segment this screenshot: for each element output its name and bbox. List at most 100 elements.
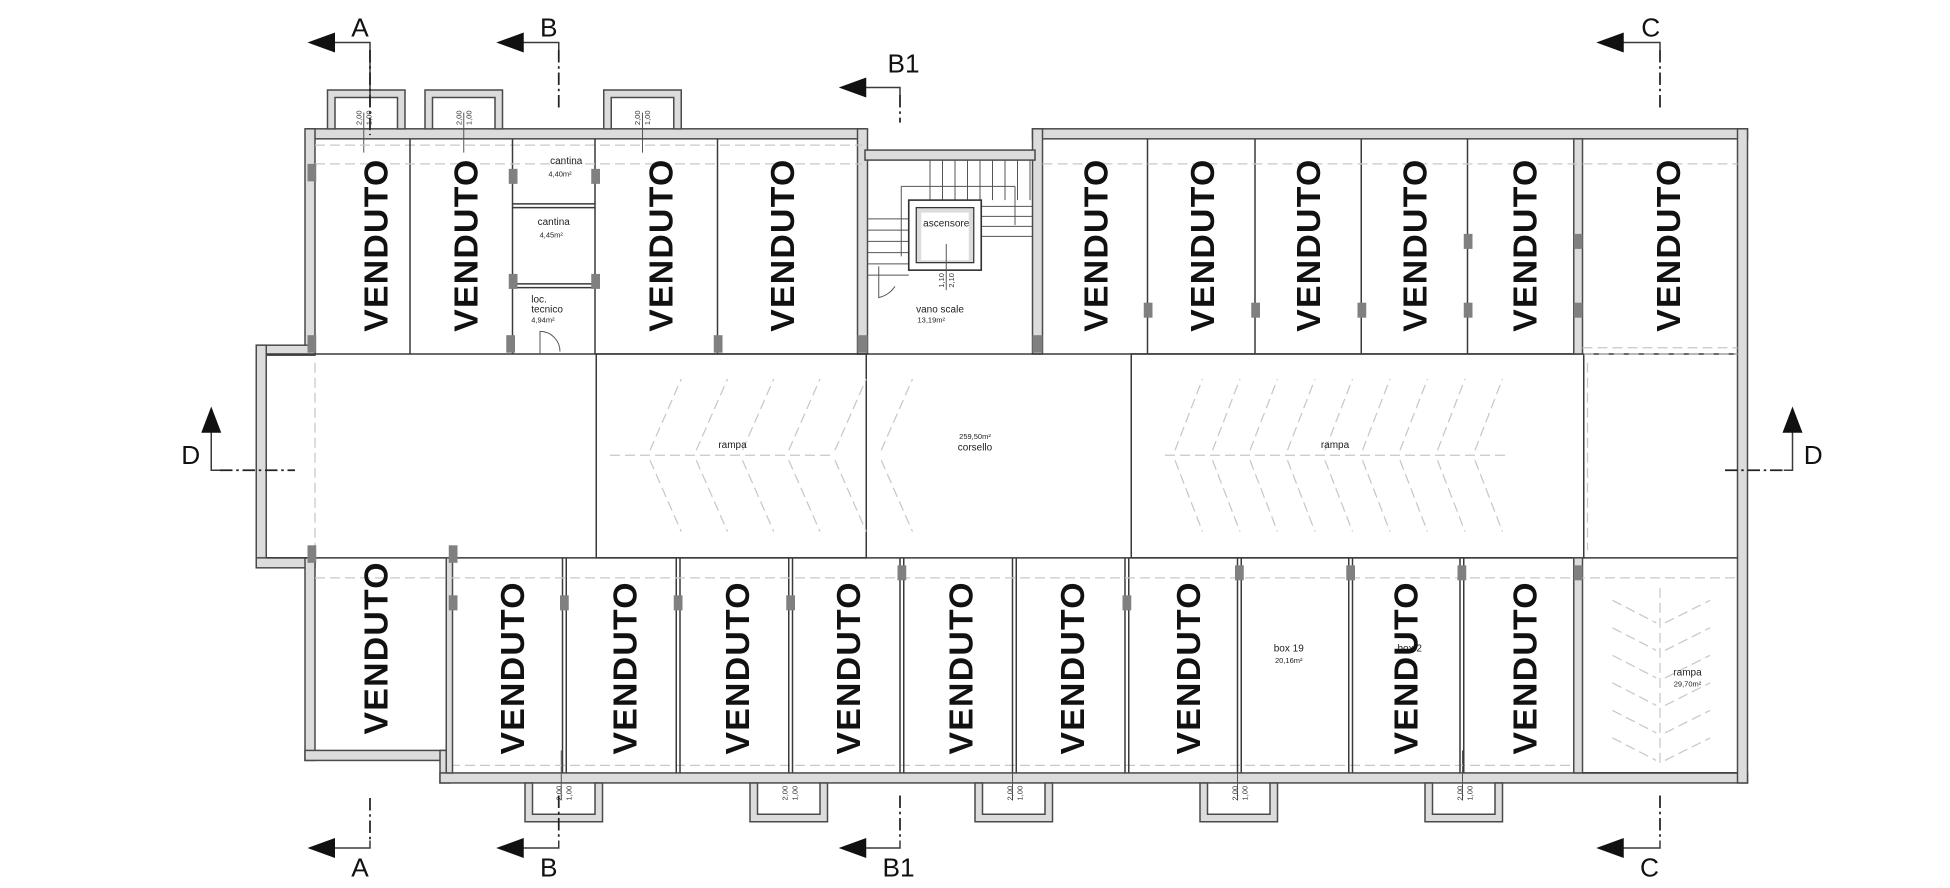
loc-tecnico-area: 4,94m² bbox=[531, 316, 555, 325]
section-label-a-top: A bbox=[351, 12, 369, 42]
section-arrow-icon bbox=[838, 837, 867, 858]
lightwell: 2,00 1,00 bbox=[1424, 750, 1504, 823]
lightwell-dim: 1,00 bbox=[1466, 786, 1475, 801]
cantina-2-area: 4,45m² bbox=[540, 231, 564, 240]
bottom-row: box 19 20,16m² box 2 rampa 29,70m² bbox=[307, 545, 1738, 774]
ramp-chevron bbox=[1286, 460, 1316, 532]
ramp-chevron bbox=[880, 460, 914, 532]
wall-right bbox=[1736, 128, 1749, 784]
section-arrow-icon bbox=[496, 32, 524, 53]
wall-left-upper bbox=[304, 128, 316, 355]
box-20-label: box 2 bbox=[1398, 644, 1423, 655]
sold-label: VENDUTO bbox=[358, 159, 396, 332]
wall-top-left bbox=[306, 128, 866, 140]
sold-label: VENDUTO bbox=[606, 581, 644, 754]
lightwell-dim: 2,00 bbox=[1456, 786, 1465, 801]
lightwells-bottom: 2,00 1,00 2,00 1,00 2,00 1,00 2,00 1,00 … bbox=[450, 750, 1575, 823]
rampa-right-label: rampa bbox=[1321, 440, 1350, 451]
ramp-chevron bbox=[695, 460, 729, 532]
sold-label: VENDUTO bbox=[1396, 159, 1434, 332]
lightwell-dim: 2,00 bbox=[1231, 786, 1240, 801]
wall-bottom-step bbox=[304, 749, 451, 762]
ramp-chevron bbox=[1612, 737, 1657, 761]
cantina-1-area: 4,40m² bbox=[548, 169, 572, 178]
ramp-arrows-right bbox=[1165, 378, 1510, 532]
vano-scale-label: vano scale bbox=[916, 305, 964, 316]
ramp-chevron bbox=[1474, 460, 1504, 532]
lightwell-dim: 2,00 bbox=[781, 786, 790, 801]
ramp-chevron bbox=[1436, 460, 1466, 532]
section-label-a-bottom: A bbox=[351, 853, 369, 883]
section-arrow-icon bbox=[307, 32, 335, 53]
corsello-area: 259,50m² bbox=[959, 432, 991, 441]
section-label-b-bottom: B bbox=[540, 853, 558, 883]
ramp-chevron bbox=[695, 378, 729, 451]
section-arrow-icon bbox=[1596, 32, 1624, 53]
vano-scale-area: 13,19m² bbox=[917, 316, 945, 325]
rampa-corner-area: 29,70m² bbox=[1674, 680, 1702, 689]
wall-bottom bbox=[439, 772, 1749, 784]
sold-labels: VENDUTO VENDUTO VENDUTO VENDUTO VENDUTO … bbox=[358, 159, 1688, 755]
section-arrow-icon bbox=[1782, 406, 1803, 433]
ramp-chevron bbox=[741, 460, 775, 532]
lightwell-dim: 2,00 bbox=[454, 110, 463, 125]
ramp-chevron bbox=[1664, 654, 1711, 679]
outer-walls bbox=[255, 128, 1749, 784]
lightwell-dim: 1,00 bbox=[564, 786, 573, 801]
wall-left-bump bbox=[255, 344, 267, 567]
ramp-chevron bbox=[1612, 654, 1657, 679]
cantina-2-label: cantina bbox=[538, 217, 571, 228]
sold-label: VENDUTO bbox=[1290, 159, 1328, 332]
ramp-arrows-corner bbox=[1612, 587, 1711, 763]
sold-label: VENDUTO bbox=[1650, 159, 1688, 332]
sold-label: VENDUTO bbox=[1078, 159, 1116, 332]
section-label-d-right: D bbox=[1804, 440, 1823, 470]
lightwell: 2,00 1,00 bbox=[524, 750, 604, 823]
lightwell-dim: 1,00 bbox=[1016, 786, 1025, 801]
sold-label: VENDUTO bbox=[764, 159, 802, 332]
door-icon bbox=[539, 330, 561, 354]
lightwell: 2,00 1,00 bbox=[974, 750, 1054, 823]
sold-label: VENDUTO bbox=[1184, 159, 1222, 332]
sold-label: VENDUTO bbox=[643, 159, 681, 332]
lightwell: 2,00 1,00 bbox=[424, 89, 504, 153]
section-arrow-icon bbox=[1596, 837, 1624, 858]
ramp-chevron bbox=[1249, 460, 1279, 532]
stair-core: ascensore 1,10 2,10 vano scale 13,19m² bbox=[867, 160, 1033, 325]
ramp-chevron bbox=[1474, 378, 1504, 451]
ramp-chevron bbox=[1324, 378, 1354, 451]
ramp-chevron bbox=[1174, 460, 1204, 532]
ramp-chevron bbox=[1664, 737, 1711, 761]
rampa-left-label: rampa bbox=[718, 440, 747, 451]
sold-label: VENDUTO bbox=[1388, 581, 1426, 754]
lightwell-dim: 1,00 bbox=[464, 110, 473, 125]
lightwell-dim: 2,00 bbox=[554, 786, 563, 801]
lightwell-dim: 1,00 bbox=[1241, 786, 1250, 801]
ramp-chevron bbox=[880, 378, 914, 451]
sold-label: VENDUTO bbox=[943, 581, 981, 754]
sold-label: VENDUTO bbox=[1054, 581, 1092, 754]
lightwell: 2,00 1,00 bbox=[749, 782, 829, 823]
ramp-chevron bbox=[1664, 682, 1711, 706]
ramp-chevron bbox=[1399, 378, 1429, 451]
rampa-left-area bbox=[595, 353, 867, 559]
ramp-chevron bbox=[1361, 460, 1391, 532]
ascensore-dim: 2,10 bbox=[947, 273, 956, 288]
sold-label: VENDUTO bbox=[1506, 159, 1544, 332]
sold-label: VENDUTO bbox=[1170, 581, 1208, 754]
lightwell: 2,00 1,00 bbox=[1199, 750, 1279, 823]
ascensore-label: ascensore bbox=[923, 218, 970, 229]
ramp-chevron bbox=[1361, 378, 1391, 451]
ramp-chevron bbox=[649, 460, 682, 532]
wall-stair-right bbox=[1031, 128, 1044, 355]
ramp-chevron bbox=[1174, 378, 1204, 451]
section-arrow-icon bbox=[838, 77, 867, 98]
loc-tecnico-label-2: tecnico bbox=[531, 305, 563, 316]
lightwells-top: 2,00 1,00 2,00 1,00 2,00 1,00 bbox=[315, 89, 863, 153]
section-arrow-icon bbox=[496, 837, 524, 858]
ramp-chevron bbox=[1249, 378, 1279, 451]
ramp-chevron bbox=[788, 460, 821, 532]
corsello-label: corsello bbox=[958, 442, 993, 453]
stairs-icon bbox=[867, 160, 1033, 276]
section-label-b1-bottom: B1 bbox=[883, 853, 915, 883]
